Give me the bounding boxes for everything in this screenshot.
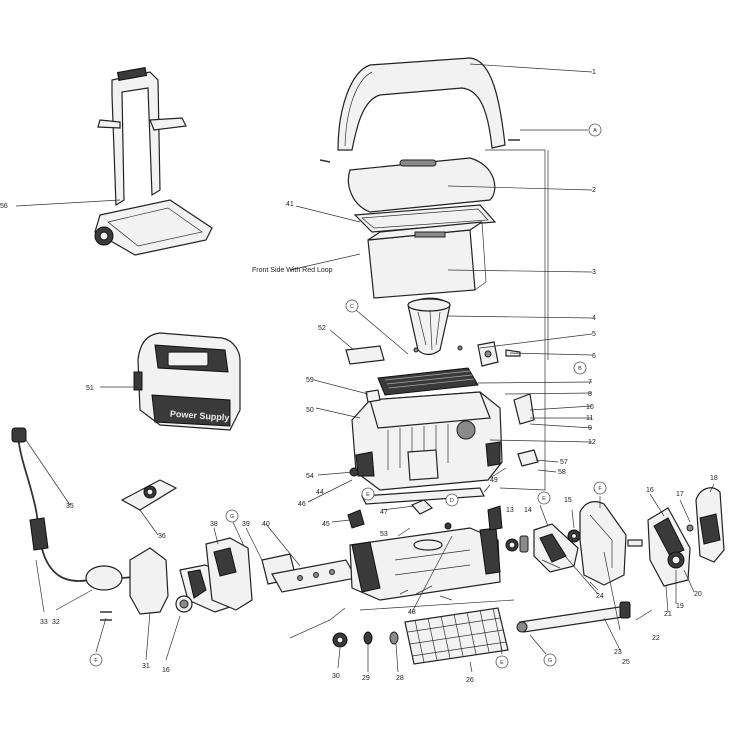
callout-50: 50 <box>306 407 314 414</box>
main-body <box>351 391 503 505</box>
callout-31: 31 <box>142 663 150 670</box>
ref-g-left: G <box>230 514 234 520</box>
impeller <box>407 297 451 356</box>
callout-49: 49 <box>490 477 498 484</box>
motor-bracket <box>457 341 521 367</box>
callout-48: 48 <box>408 609 416 616</box>
filter-lid <box>347 157 496 213</box>
callout-59: 59 <box>306 377 314 384</box>
callout-35: 35 <box>66 503 74 510</box>
callout-32: 32 <box>52 619 60 626</box>
right-side-assembly <box>505 487 725 587</box>
callout-19: 19 <box>676 603 684 610</box>
small-clips <box>347 389 539 531</box>
callout-11: 11 <box>586 415 593 422</box>
callout-36: 36 <box>158 533 166 540</box>
top-grille <box>345 345 479 396</box>
callout-29: 29 <box>362 675 370 682</box>
callout-30: 30 <box>332 673 340 680</box>
ref-d-mid: D <box>450 498 454 504</box>
callout-17: 17 <box>676 491 684 498</box>
brush-axle-assembly <box>332 601 631 665</box>
leader-lines <box>15 63 715 673</box>
callout-23: 23 <box>614 649 622 656</box>
callout-2: 2 <box>592 187 596 194</box>
callout-41: 41 <box>286 201 294 208</box>
callout-52: 52 <box>318 325 326 332</box>
top-cover <box>337 57 506 151</box>
callout-3: 3 <box>592 269 596 276</box>
reference-letters: A C B E D G E F F E G <box>89 123 607 669</box>
filter-box <box>367 221 487 299</box>
ref-e-right: E <box>542 496 546 502</box>
callout-5: 5 <box>592 331 596 338</box>
caddy-cart <box>94 67 213 256</box>
ref-a: A <box>593 128 597 134</box>
callout-16-left: 16 <box>162 667 170 674</box>
ref-c-top: C <box>350 304 354 310</box>
remote-control <box>120 479 178 511</box>
misc-fasteners <box>100 139 520 621</box>
left-side-assembly <box>129 537 357 615</box>
callout-1: 1 <box>592 69 596 76</box>
callout-46: 46 <box>298 501 306 508</box>
callout-24: 24 <box>596 593 604 600</box>
callout-16-right: 16 <box>646 487 654 494</box>
callout-57: 57 <box>560 459 568 466</box>
callout-10: 10 <box>586 404 594 411</box>
callout-21: 21 <box>664 611 672 618</box>
callout-47: 47 <box>380 509 388 516</box>
callout-39: 39 <box>242 521 250 528</box>
power-supply: Power Supply <box>133 332 241 431</box>
ref-f-left: F <box>94 658 98 664</box>
callout-51: 51 <box>86 385 94 392</box>
callout-33: 33 <box>40 619 48 626</box>
callout-53: 53 <box>380 531 388 538</box>
callout-40: 40 <box>262 521 270 528</box>
callout-12: 12 <box>588 439 596 446</box>
callout-26: 26 <box>466 677 474 684</box>
ref-b-top: B <box>578 366 582 372</box>
callout-20: 20 <box>694 591 702 598</box>
callout-14: 14 <box>524 507 532 514</box>
power-supply-label: Power Supply <box>170 409 230 423</box>
callout-numbers: 1 2 3 4 5 6 7 8 9 10 11 12 13 14 15 16 1… <box>0 69 718 684</box>
callout-45: 45 <box>322 521 330 528</box>
filter-gasket <box>353 204 497 233</box>
bottom-chassis <box>349 527 501 601</box>
ref-e-bottom: E <box>500 660 504 666</box>
floating-cable <box>11 427 147 591</box>
callout-13: 13 <box>506 507 514 514</box>
ref-f-right: F <box>598 486 602 492</box>
callout-56: 56 <box>0 203 8 210</box>
callout-18: 18 <box>710 475 718 482</box>
callout-6: 6 <box>592 353 596 360</box>
callout-4: 4 <box>592 315 596 322</box>
callout-44: 44 <box>316 489 324 496</box>
callout-54: 54 <box>306 473 314 480</box>
callout-9: 9 <box>588 425 592 432</box>
callout-8: 8 <box>588 391 592 398</box>
ref-g-bottom: G <box>548 658 552 664</box>
callout-25: 25 <box>622 659 630 666</box>
callout-15: 15 <box>564 497 572 504</box>
callout-38: 38 <box>210 521 218 528</box>
callout-22: 22 <box>652 635 660 642</box>
callout-7: 7 <box>588 379 592 386</box>
callout-58: 58 <box>558 469 566 476</box>
ref-e-mid: E <box>366 492 370 498</box>
front-side-note: Front Side With Red Loop <box>252 267 333 274</box>
callout-28: 28 <box>396 675 404 682</box>
